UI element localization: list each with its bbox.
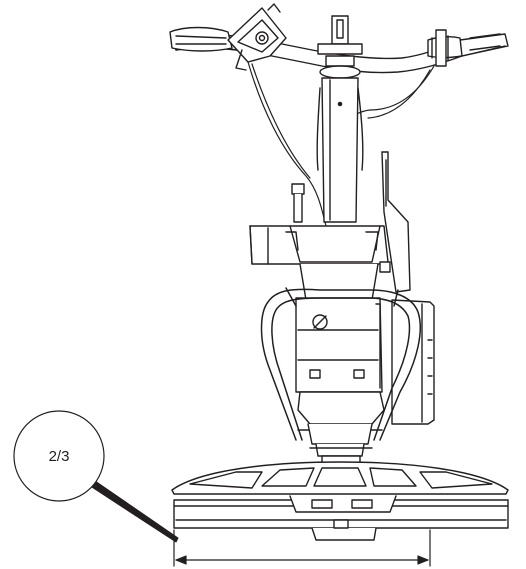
left-grip: [169, 26, 233, 52]
guard-ring: [173, 495, 509, 541]
gearbox-assembly: [297, 391, 385, 475]
rear-bracket: [381, 151, 411, 293]
fuel-filler: [291, 183, 305, 223]
throttle-lever: [227, 3, 287, 71]
callout-label: 2/3: [49, 448, 70, 465]
engine-block: [295, 297, 383, 393]
callout-bubble: 2/3: [13, 410, 105, 502]
right-grip: [427, 29, 501, 67]
engine-housing: [249, 225, 391, 301]
steering-column: [316, 15, 364, 223]
trowel-blades: [171, 461, 509, 495]
lifting-frame: [260, 287, 421, 441]
width-dimension: [173, 529, 431, 567]
